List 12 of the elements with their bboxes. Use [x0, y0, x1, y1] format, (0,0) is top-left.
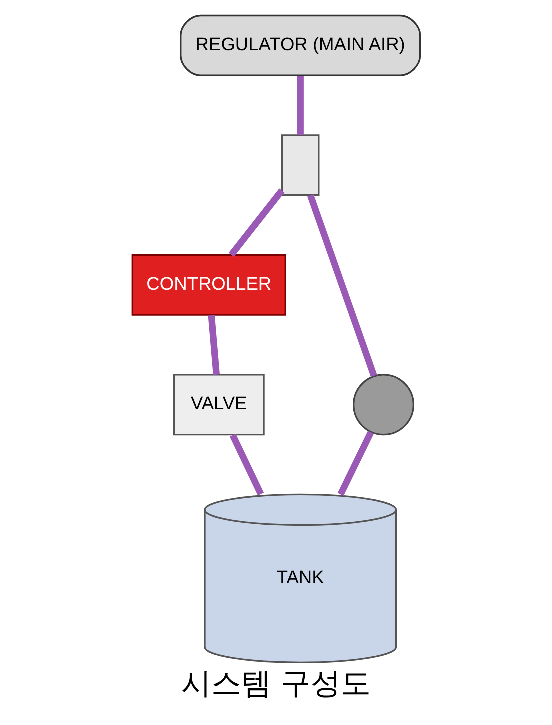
- node-box: [280, 134, 320, 196]
- caption: 시스템 구성도: [181, 666, 371, 702]
- node-box: CONTROLLER: [131, 254, 286, 316]
- connector: [337, 431, 374, 496]
- connector: [229, 434, 264, 496]
- connector: [296, 76, 304, 136]
- node-circle: [352, 374, 414, 436]
- node-box: VALVE: [172, 374, 264, 436]
- connector: [228, 188, 284, 258]
- node-box: REGULATOR (MAIN AIR): [180, 14, 421, 76]
- connector: [307, 194, 377, 378]
- connector: [208, 315, 220, 376]
